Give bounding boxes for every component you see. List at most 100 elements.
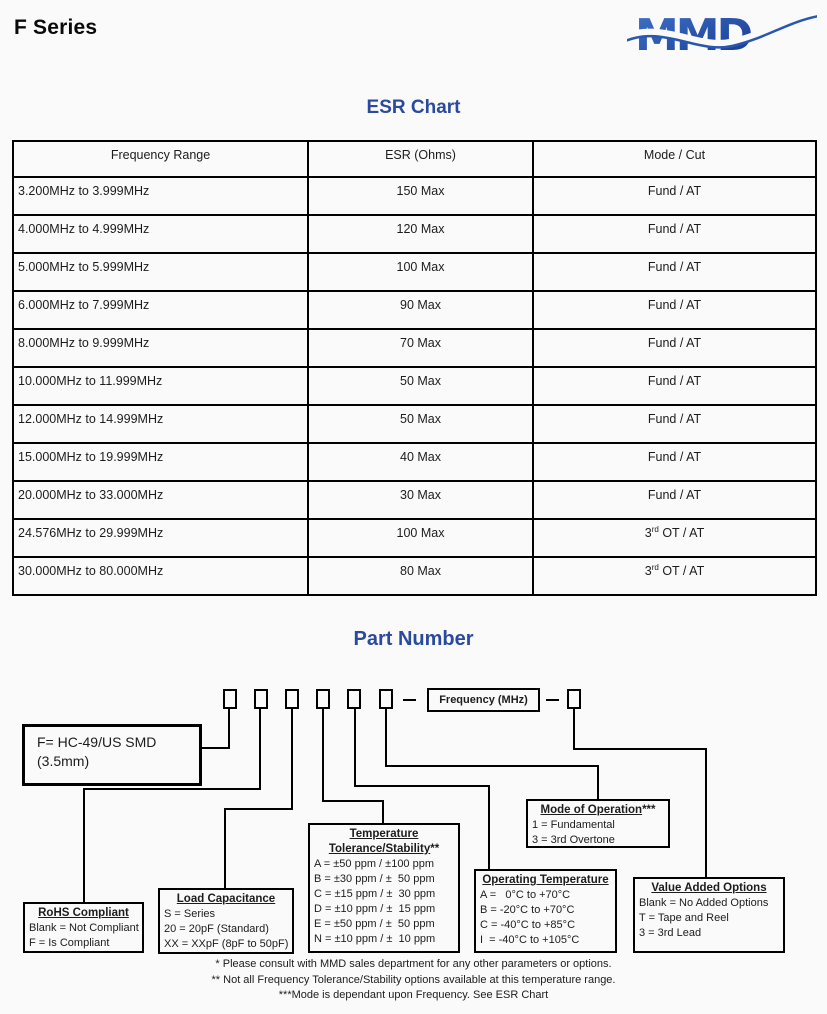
operating-temp-title: Operating Temperature [482, 874, 609, 886]
esr-table: Frequency Range ESR (Ohms) Mode / Cut 3.… [12, 140, 817, 596]
table-cell: 3.200MHz to 3.999MHz [12, 176, 309, 216]
table-cell: 20.000MHz to 33.000MHz [12, 480, 309, 520]
table-cell: 24.576MHz to 29.999MHz [12, 518, 309, 558]
option-line: I = -40°C to +105°C [480, 934, 580, 946]
table-cell: 50 Max [307, 404, 534, 444]
option-line: S = Series [164, 908, 216, 920]
option-line: C = ±15 ppm / ± 30 ppm [314, 888, 436, 900]
series-line1: F= HC-49/US SMD [37, 734, 157, 750]
temp-tolerance-box: Temperature Tolerance/Stability** A = ±5… [308, 823, 460, 953]
table-cell: 120 Max [307, 214, 534, 254]
series-line2: (3.5mm) [37, 753, 90, 769]
table-cell: Fund / AT [532, 480, 817, 520]
connector-line [354, 785, 490, 787]
table-cell: 80 Max [307, 556, 534, 596]
col-header-mode-cut: Mode / Cut [532, 140, 817, 178]
table-cell: 100 Max [307, 252, 534, 292]
table-cell: 70 Max [307, 328, 534, 368]
load-capacitance-title: Load Capacitance [176, 893, 276, 905]
connector-line [322, 800, 384, 802]
footnote-1: * Please consult with MMD sales departme… [215, 958, 612, 970]
pn-digit-box-4 [316, 689, 330, 709]
mode-of-operation-box: Mode of Operation*** 1 = Fundamental 3 = … [526, 799, 670, 848]
option-line: C = -40°C to +85°C [480, 919, 576, 931]
table-cell: Fund / AT [532, 404, 817, 444]
option-line: XX = XXpF (8pF to 50pF) [164, 938, 289, 950]
pn-digit-box-5 [347, 689, 361, 709]
table-cell: 30 Max [307, 480, 534, 520]
mmd-logo-icon: MMD [621, 8, 820, 61]
mode-of-operation-options: 1 = Fundamental 3 = 3rd Overtone [528, 818, 668, 848]
esr-chart-heading: ESR Chart [366, 97, 461, 118]
table-cell: 6.000MHz to 7.999MHz [12, 290, 309, 330]
pn-digit-box-1 [223, 689, 237, 709]
table-cell: Fund / AT [532, 366, 817, 406]
mmd-logo: MMD [621, 6, 820, 62]
load-capacitance-box: Load Capacitance S = Series 20 = 20pF (St… [158, 888, 294, 954]
option-line: D = ±10 ppm / ± 15 ppm [314, 903, 436, 915]
table-cell: 50 Max [307, 366, 534, 406]
connector-line [597, 765, 599, 799]
table-cell: 8.000MHz to 9.999MHz [12, 328, 309, 368]
connector-line [488, 785, 490, 869]
pn-digit-box-3 [285, 689, 299, 709]
option-line: 3 = 3rd Lead [639, 927, 702, 939]
option-line: E = ±50 ppm / ± 50 ppm [314, 918, 435, 930]
dash-separator [403, 699, 416, 701]
footnote-2: ** Not all Frequency Tolerance/Stability… [211, 973, 616, 986]
pn-digit-box-2 [254, 689, 268, 709]
connector-line [573, 748, 707, 750]
table-cell: 15.000MHz to 19.999MHz [12, 442, 309, 482]
connector-line [83, 788, 261, 790]
rohs-title: RoHS Compliant [38, 907, 129, 919]
table-cell: 3rd OT / AT [532, 556, 817, 596]
option-line: Blank = Not Compliant [29, 922, 139, 934]
pn-digit-box-6 [379, 689, 393, 709]
connector-line [188, 747, 230, 749]
connector-line [224, 808, 226, 888]
table-cell: 30.000MHz to 80.000MHz [12, 556, 309, 596]
table-header-row: Frequency Range ESR (Ohms) Mode / Cut [12, 140, 817, 178]
table-cell: Fund / AT [532, 290, 817, 330]
option-line: 1 = Fundamental [532, 819, 615, 831]
option-line: B = -20°C to +70°C [480, 904, 575, 916]
table-cell: 100 Max [307, 518, 534, 558]
table-cell: Fund / AT [532, 176, 817, 216]
option-line: 20 = 20pF (Standard) [164, 923, 269, 935]
table-cell: 5.000MHz to 5.999MHz [12, 252, 309, 292]
page-title: F Series [14, 16, 98, 39]
mode-of-operation-title: Mode of Operation*** [540, 804, 656, 816]
table-cell: 40 Max [307, 442, 534, 482]
connector-line [354, 707, 356, 787]
series-description-box: F= HC-49/US SMD (3.5mm) [22, 724, 202, 786]
part-number-heading: Part Number [353, 628, 474, 650]
col-header-esr-ohms: ESR (Ohms) [307, 140, 534, 178]
connector-line [385, 707, 387, 767]
option-line: B = ±30 ppm / ± 50 ppm [314, 873, 435, 885]
option-line: 3 = 3rd Overtone [532, 834, 615, 846]
table-cell: 12.000MHz to 14.999MHz [12, 404, 309, 444]
connector-line [83, 788, 85, 902]
connector-line [382, 800, 384, 823]
table-cell: 10.000MHz to 11.999MHz [12, 366, 309, 406]
table-cell: 150 Max [307, 176, 534, 216]
connector-line [322, 707, 324, 802]
frequency-box: Frequency (MHz) [427, 688, 540, 712]
connector-line [228, 707, 230, 749]
option-line: T = Tape and Reel [639, 912, 729, 924]
connector-line [224, 808, 293, 810]
